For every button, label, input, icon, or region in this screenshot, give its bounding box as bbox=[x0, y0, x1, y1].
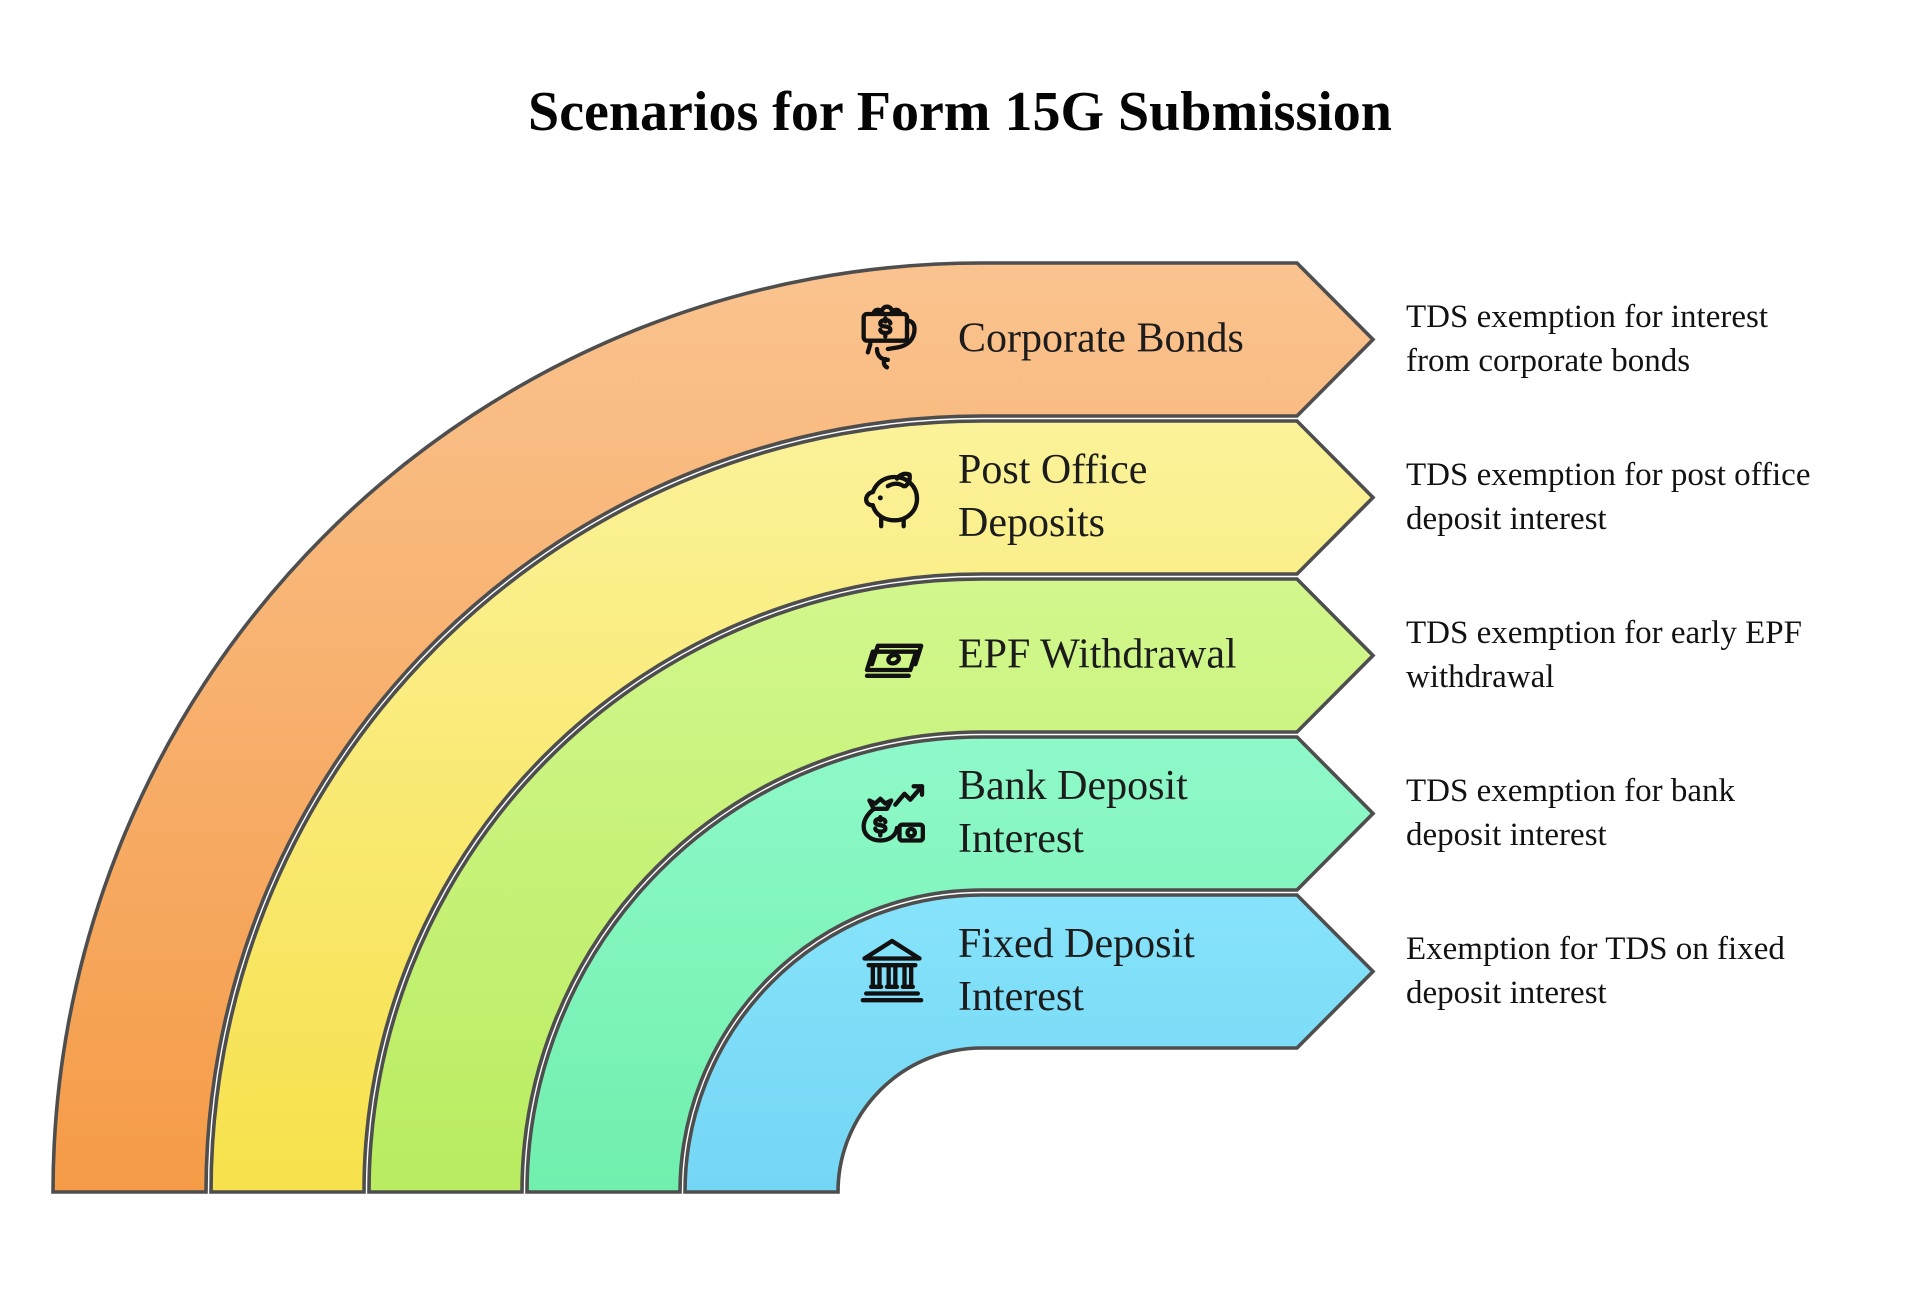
band-description-line: deposit interest bbox=[1406, 975, 1607, 1011]
band-description-line: deposit interest bbox=[1406, 817, 1607, 853]
band-description-line: withdrawal bbox=[1406, 659, 1555, 695]
band-label-line: EPF Withdrawal bbox=[958, 631, 1237, 678]
band-shape-fixed-deposit-interest bbox=[683, 893, 1376, 1194]
band-label-epf-withdrawal: EPF Withdrawal bbox=[958, 629, 1237, 682]
band-description-line: TDS exemption for bank bbox=[1406, 773, 1736, 809]
band-label-line: Bank Deposit bbox=[958, 763, 1188, 809]
page-title: Scenarios for Form 15G Submission bbox=[528, 81, 1392, 143]
band-description-line: TDS exemption for post office bbox=[1406, 457, 1811, 493]
band-label-line: Post Office bbox=[958, 447, 1148, 493]
band-label-line: Interest bbox=[958, 974, 1084, 1020]
band-description-line: deposit interest bbox=[1406, 501, 1607, 537]
band-shape-corporate-bonds bbox=[51, 261, 1376, 1194]
band-description-line: Exemption for TDS on fixed bbox=[1406, 931, 1785, 967]
band-description-fixed-deposit-interest: Exemption for TDS on fixed deposit inter… bbox=[1406, 927, 1785, 1015]
band-label-line: Deposits bbox=[958, 500, 1105, 546]
band-description-line: TDS exemption for interest bbox=[1406, 299, 1769, 335]
band-description-line: TDS exemption for early EPF bbox=[1406, 615, 1802, 651]
band-shape-post-office-deposits bbox=[209, 419, 1376, 1194]
band-shape-bank-deposit-interest bbox=[525, 735, 1376, 1194]
bank-building-icon bbox=[852, 931, 932, 1011]
band-label-line: Interest bbox=[958, 816, 1084, 862]
band-label-fixed-deposit-interest: Fixed Deposit Interest bbox=[958, 918, 1195, 1024]
band-description-bank-deposit-interest: TDS exemption for bank deposit interest bbox=[1406, 769, 1735, 857]
piggy-bank-icon bbox=[852, 457, 932, 537]
band-label-corporate-bonds: Corporate Bonds bbox=[958, 313, 1244, 366]
band-label-post-office-deposits: Post Office Deposits bbox=[958, 444, 1147, 550]
money-in-hand-icon bbox=[852, 299, 932, 379]
banknotes-icon bbox=[852, 615, 932, 695]
band-label-bank-deposit-interest: Bank Deposit Interest bbox=[958, 760, 1188, 866]
band-description-post-office-deposits: TDS exemption for post office deposit in… bbox=[1406, 453, 1810, 541]
money-bag-chart-icon bbox=[852, 773, 932, 853]
band-label-line: Fixed Deposit bbox=[958, 921, 1195, 967]
band-description-line: from corporate bonds bbox=[1406, 343, 1691, 379]
band-description-corporate-bonds: TDS exemption for interest from corporat… bbox=[1406, 295, 1768, 383]
band-shape-epf-withdrawal bbox=[367, 577, 1376, 1194]
band-description-epf-withdrawal: TDS exemption for early EPF withdrawal bbox=[1406, 611, 1802, 699]
band-label-line: Corporate Bonds bbox=[958, 315, 1244, 362]
